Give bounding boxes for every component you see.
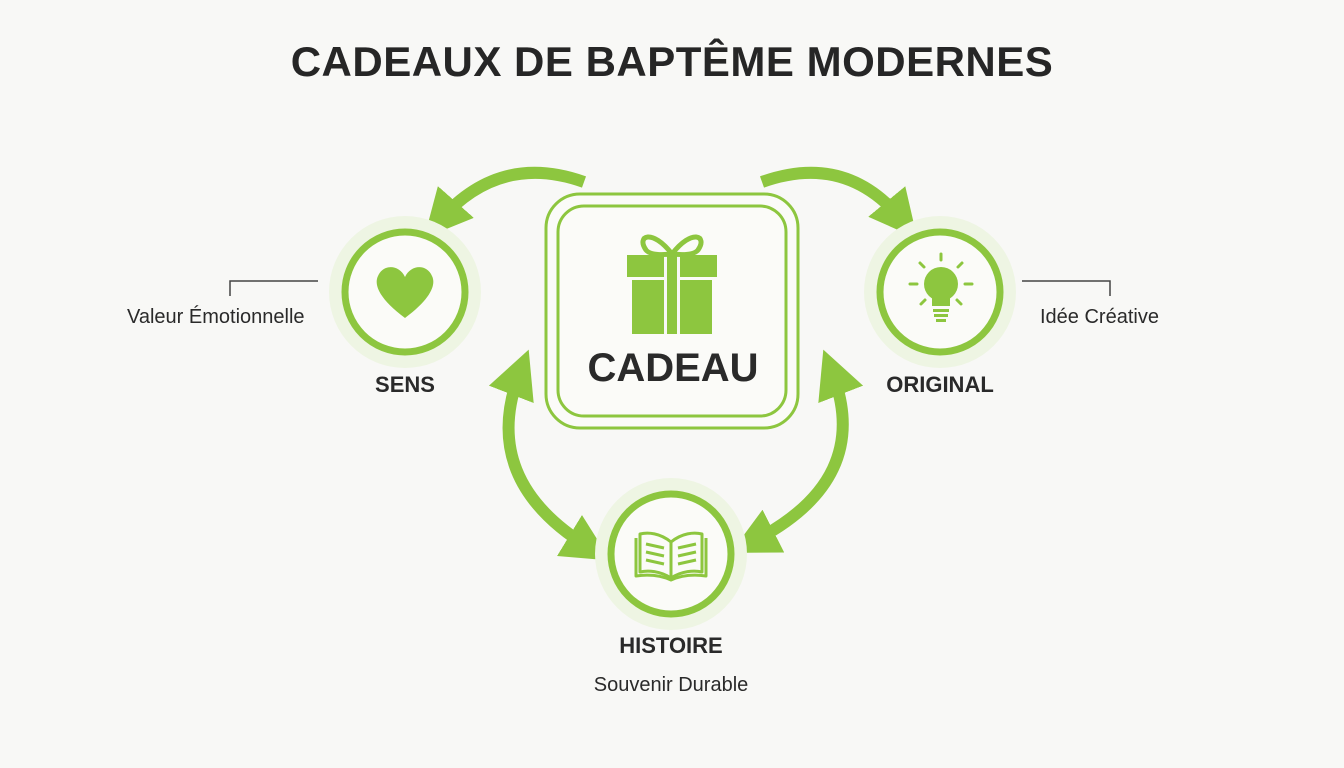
arrow-original-histoire [730,349,864,553]
histoire-label: HISTOIRE [619,633,723,658]
center-label: CADEAU [587,346,759,390]
lightbulb-icon [908,252,974,322]
original-description: Idée Créative [1040,306,1159,328]
histoire-description: Souvenir Durable [593,674,749,696]
original-label: ORIGINAL [886,372,994,397]
arrow-center-to-original [759,166,918,239]
arrow-center-to-sens [424,166,587,238]
node-sens [329,216,481,368]
leader-line-sens [229,280,318,296]
sens-label: SENS [375,372,435,397]
sens-description: Valeur Émotionnelle [127,306,305,328]
gift-icon [627,234,717,334]
center-node [544,192,800,430]
node-histoire [595,478,747,630]
leader-line-original [1022,280,1111,296]
page-title: CADEAUX DE BAPTÊME MODERNES [290,38,1054,85]
open-book-icon [634,531,708,582]
node-original [864,216,1016,368]
heart-icon [376,267,434,318]
arrow-sens-histoire [488,349,611,561]
